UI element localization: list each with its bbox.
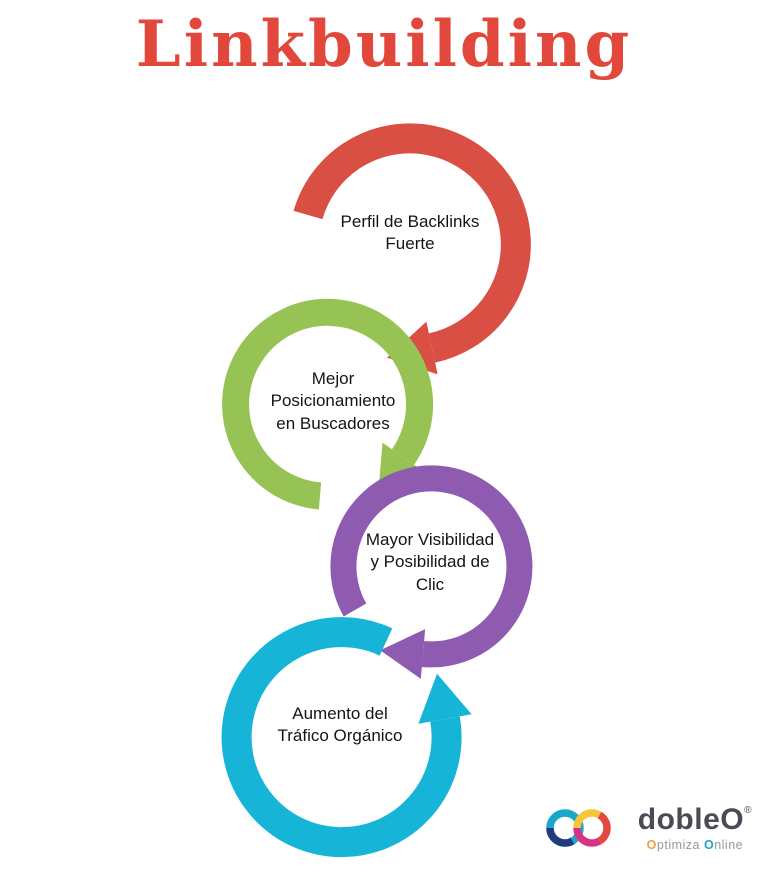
step-2-label-line-2: Posicionamiento bbox=[270, 391, 396, 411]
step-2-label-line-1: Mejor bbox=[311, 369, 355, 388]
brand-name-part2: O bbox=[720, 802, 745, 836]
step-2-label: Mejor Posicionamiento en Buscadores bbox=[233, 368, 433, 435]
page-title: Linkbuilding bbox=[135, 7, 633, 82]
logo-right-ring-yellow-segment bbox=[573, 809, 602, 829]
step-1-label-line-1: Perfil de Backlinks bbox=[340, 212, 480, 231]
tagline-o1: O bbox=[646, 837, 657, 852]
logo-left-ring-dark-segment bbox=[546, 827, 575, 847]
logo-right-ring-pink-segment bbox=[573, 827, 602, 847]
step-3-arrow-icon bbox=[380, 629, 426, 679]
step-1-label-line-2: Fuerte bbox=[385, 234, 435, 254]
step-4-arc bbox=[221, 617, 462, 858]
step-3-label-line-1: Mayor Visibilidad bbox=[365, 530, 495, 549]
step-2-label-line-3: en Buscadores bbox=[276, 413, 390, 433]
registered-mark: ® bbox=[744, 804, 752, 816]
step-3-label-line-2: y Posibilidad de bbox=[370, 552, 490, 572]
step-4-label-line-1: Aumento del bbox=[292, 704, 388, 723]
tagline-rest1: ptimiza bbox=[656, 837, 704, 852]
step-3-arc bbox=[330, 465, 533, 668]
step-3-label-line-3: Clic bbox=[415, 574, 445, 594]
step-1-arc bbox=[293, 123, 531, 363]
tagline-o2: O bbox=[703, 837, 715, 852]
tagline-rest2: nline bbox=[714, 837, 744, 852]
step-2-arc bbox=[222, 298, 434, 510]
brand-name-part1: doble bbox=[637, 802, 721, 836]
step-3-label: Mayor Visibilidad y Posibilidad de Clic bbox=[330, 529, 530, 596]
step-4-arrow-icon bbox=[418, 673, 472, 724]
brand-tagline: Optimiza Online bbox=[647, 838, 743, 852]
logo-right-ring-red-segment bbox=[597, 811, 611, 845]
step-4-label-line-2: Tráfico Orgánico bbox=[277, 726, 403, 746]
step-1-label: Perfil de Backlinks Fuerte bbox=[310, 211, 510, 256]
logo-mark-icon bbox=[546, 809, 611, 847]
step-4-label: Aumento del Tráfico Orgánico bbox=[240, 703, 440, 748]
